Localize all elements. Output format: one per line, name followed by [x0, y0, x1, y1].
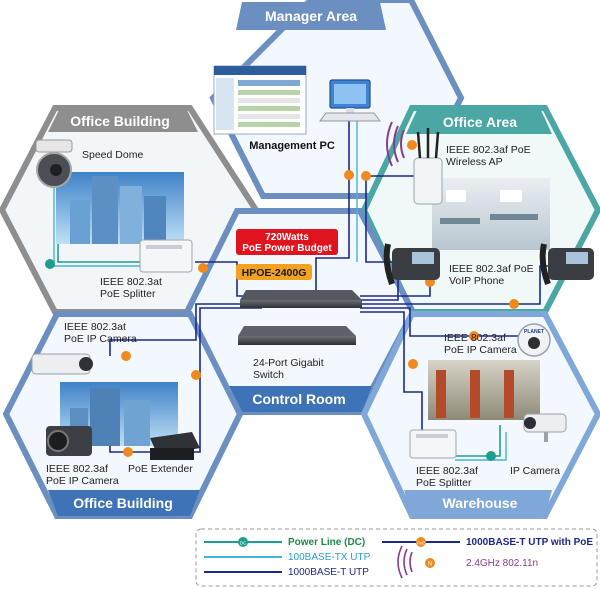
poe-splitter-icon: [139, 239, 193, 273]
management-screenshot: [213, 65, 307, 135]
poe-extender-icon: [150, 432, 200, 460]
voip-line2: VoIP Phone: [449, 275, 504, 287]
wireless-ap-line1: IEEE 802.3af PoE: [446, 144, 531, 156]
ip-camera-icon: [523, 413, 567, 442]
office-photo: [432, 178, 550, 250]
skyscraper-photo-top: [56, 172, 184, 244]
warehouse-photo: [428, 360, 540, 420]
wireless-ap-line2: Wireless AP: [446, 156, 503, 168]
poe-dot: [123, 447, 133, 457]
ip-cam-af-line2: PoE IP Camera: [46, 475, 119, 487]
legend-n-label: N: [428, 562, 432, 568]
splitter-at-line2: PoE Splitter: [100, 288, 156, 300]
wifi-signal-icon: [386, 121, 417, 167]
poe-dot: [469, 331, 479, 341]
wh-cam-line1: IEEE 802.3af: [444, 332, 506, 344]
wh-poe-splitter-icon: [409, 429, 457, 459]
zone-title-office-area: Office Area: [443, 114, 517, 130]
zone-title-office-building-bottom: Office Building: [73, 495, 173, 511]
splitter-at-line1: IEEE 802.3at: [100, 276, 162, 288]
legend-fast-utp: 100BASE-TX UTP: [288, 552, 371, 563]
voip-phone-icon: [383, 243, 440, 286]
legend-poe-dot-label: PoE: [417, 541, 426, 546]
poe-extender-label: PoE Extender: [128, 463, 193, 475]
legend-wireless-icon: N: [397, 545, 435, 579]
wh-splitter-line1: IEEE 802.3af: [416, 465, 478, 477]
dc-dot: [45, 259, 55, 269]
legend-power-line: Power Line (DC): [288, 537, 365, 548]
power-budget-badge: 720Watts PoE Power Budget: [236, 229, 338, 255]
computer-icon: [319, 79, 381, 122]
dome-brand-logo: PLANET: [524, 329, 544, 335]
voip-line1: IEEE 802.3af PoE: [449, 263, 534, 275]
zone-title-control-room: Control Room: [252, 391, 345, 407]
gigabit-switch-icon: [238, 326, 356, 345]
legend-poe-utp: 1000BASE-T UTP with PoE: [466, 537, 593, 548]
legend-poe-dot: [416, 537, 426, 547]
wh-splitter-line2: PoE Splitter: [416, 477, 472, 489]
wh-cam-line2: PoE IP Camera: [444, 344, 517, 356]
model-name: HPOE-2400G: [242, 267, 307, 279]
poe-dot: [509, 299, 519, 309]
power-budget-label: PoE Power Budget: [242, 243, 332, 254]
poe-dot: [344, 170, 354, 180]
ip-camera-label: IP Camera: [510, 465, 560, 477]
voip-phone-icon: [539, 243, 594, 286]
switch-line1: 24-Port Gigabit: [253, 357, 324, 369]
poe-dot: [361, 171, 371, 181]
wireless-ap-icon: [413, 128, 443, 205]
ip-cam-at-line1: IEEE 802.3at: [64, 321, 126, 333]
zone-title-warehouse: Warehouse: [443, 495, 518, 511]
model-badge: HPOE-2400G: [236, 264, 312, 280]
management-pc-label: Management PC: [249, 140, 335, 152]
ip-cam-at-line2: PoE IP Camera: [64, 333, 137, 345]
poe-dot: [121, 351, 131, 361]
legend-dc-dot-label: DC: [240, 541, 247, 546]
zone-title-office-building-top: Office Building: [70, 113, 170, 129]
dc-dot: [486, 451, 496, 461]
poe-dot: [408, 359, 418, 369]
dome-camera-icon: PLANET: [517, 323, 551, 357]
legend-gig-utp: 1000BASE-T UTP: [288, 567, 369, 578]
switch-line2: Switch: [253, 369, 284, 381]
poe-dot: [198, 263, 208, 273]
bullet-camera-icon: [31, 353, 93, 375]
speed-dome-camera-icon: [35, 139, 73, 188]
legend: DC Power Line (DC) PoE 1000BASE-T UTP wi…: [195, 528, 598, 587]
ip-cam-af-line1: IEEE 802.3af: [46, 463, 108, 475]
power-budget-watts: 720Watts: [265, 232, 309, 243]
box-camera-icon: [46, 426, 92, 456]
zone-title-manager: Manager Area: [265, 8, 357, 24]
poe-switch-icon: [240, 290, 362, 308]
speed-dome-label: Speed Dome: [82, 149, 143, 161]
poe-dot: [191, 370, 201, 380]
legend-wireless: 2.4GHz 802.11n: [466, 558, 538, 569]
legend-dc-dot: [238, 537, 248, 547]
